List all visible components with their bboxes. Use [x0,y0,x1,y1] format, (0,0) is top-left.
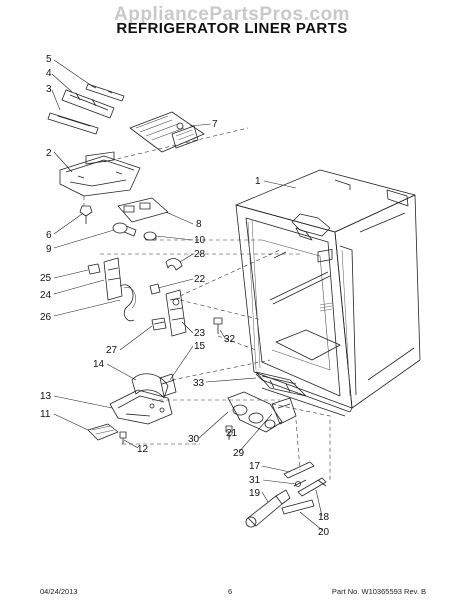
leader-lines [51,59,323,531]
callout-32: 32 [224,334,236,345]
callout-18: 18 [318,512,330,523]
callout-20: 20 [318,527,330,538]
callout-8: 8 [196,219,202,230]
footer-page-number: 6 [228,587,233,596]
callout-7: 7 [212,119,218,130]
callout-31: 31 [249,475,261,486]
callout-10: 10 [194,235,206,246]
callout-9: 9 [46,244,52,255]
callout-17: 17 [249,461,261,472]
callout-1: 1 [255,176,261,187]
callout-22: 22 [194,274,206,285]
refrigerator-liner [235,169,421,417]
watermark: AppliancePartsPros.com [114,4,350,25]
callout-28: 28 [194,249,206,260]
footer-date: 04/24/2013 [40,587,78,596]
callout-13: 13 [40,391,52,402]
callout-24: 24 [40,290,52,301]
callout-4: 4 [46,68,52,79]
dispenser-hardware [87,257,223,397]
callout-33: 33 [193,378,205,389]
callout-27: 27 [106,345,118,356]
callout-19: 19 [249,488,261,499]
callout-5: 5 [46,54,52,65]
assembly-guide-lines [83,127,331,480]
callout-14: 14 [93,359,105,370]
dispenser-cover-parts [87,373,173,444]
callout-15: 15 [194,341,206,352]
callout-26: 26 [40,312,52,323]
footer-part-number: Part No. W10365593 Rev. B [331,587,426,596]
callout-11: 11 [40,409,51,420]
lower-housing-parts [225,371,327,528]
callout-6: 6 [46,230,52,241]
callout-12: 12 [137,444,149,455]
callout-25: 25 [40,273,52,284]
callout-3: 3 [46,84,52,95]
callout-2: 2 [46,148,52,159]
upper-control-parts [47,83,205,197]
callout-30: 30 [188,434,200,445]
callout-21: 21 [226,428,238,439]
callout-23: 23 [194,328,206,339]
callout-numbers: 5 4 3 7 2 1 8 6 9 10 28 25 22 24 26 23 3… [40,54,330,538]
control-knob-parts [79,197,169,241]
page-title: REFRIGERATOR LINER PARTS [116,20,348,37]
callout-29: 29 [233,448,245,459]
